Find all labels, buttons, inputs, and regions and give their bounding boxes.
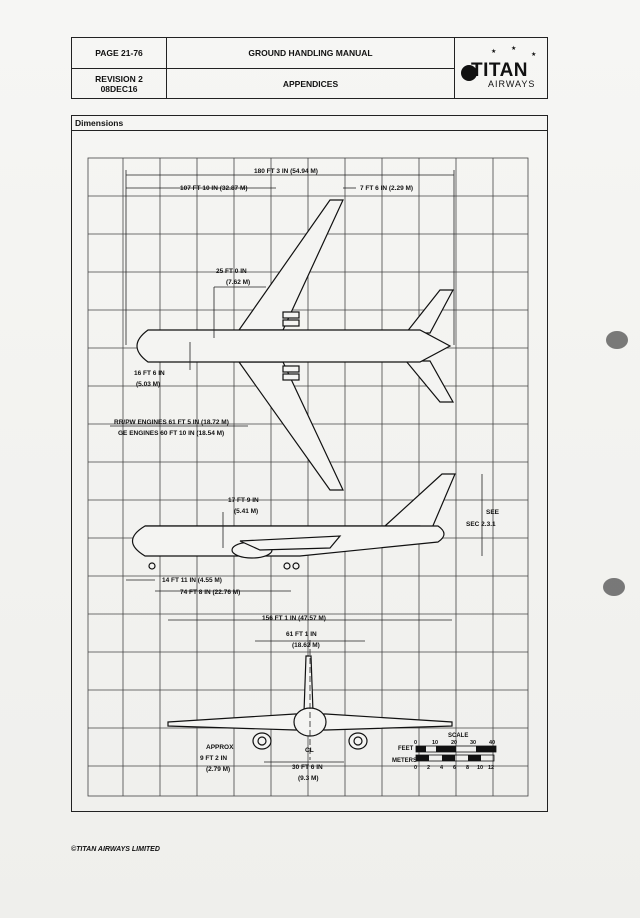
label-engine-clear-a: 9 FT 2 IN	[200, 755, 227, 762]
scale-feet-tick: 30	[470, 740, 476, 746]
dimension-lines	[110, 170, 483, 763]
dimension-labels: 180 FT 3 IN (54.94 M) 107 FT 10 IN (32.8…	[114, 168, 500, 782]
label-fuselage-height-b: (5.41 M)	[234, 508, 258, 515]
label-approx: APPROX	[206, 744, 234, 751]
label-track-a: 30 FT 6 IN	[292, 764, 323, 771]
logo-star-icon: ★	[511, 46, 517, 52]
revision-label: REVISION 2	[95, 73, 143, 84]
titan-logo: ★ ★ ★ TITAN AIRWAYS	[455, 38, 547, 98]
manual-title: GROUND HANDLING MANUAL	[167, 38, 455, 69]
aircraft-side-view	[131, 473, 456, 570]
scale-label: SCALE	[448, 733, 468, 739]
label-cockpit-dist-b: (7.62 M)	[226, 279, 250, 286]
label-gear-a: 14 FT 11 IN (4.55 M)	[162, 577, 222, 584]
label-overall-length: 180 FT 3 IN (54.94 M)	[254, 168, 318, 175]
scale-meters-label: METERS	[392, 758, 417, 764]
scale-meter-tick: 12	[488, 765, 494, 771]
label-nose-gear-b: (5.03 M)	[136, 381, 160, 388]
label-tail-offset: 7 FT 6 IN (2.29 M)	[360, 185, 413, 192]
label-track-b: (9.3 M)	[298, 775, 319, 782]
label-see-b: SEC 2.3.1	[466, 521, 496, 528]
scale-feet-label: FEET	[398, 746, 414, 752]
section-title: Dimensions	[75, 118, 124, 128]
section-divider	[72, 130, 547, 131]
label-span: 156 FT 1 IN (47.57 M)	[262, 615, 326, 622]
logo-subword: AIRWAYS	[488, 79, 536, 89]
copyright-footer: ©TITAN AIRWAYS LIMITED	[71, 846, 160, 853]
revision-date: 08DEC16	[100, 83, 138, 94]
label-fuselage-height-a: 17 FT 9 IN	[228, 497, 259, 504]
scale-meter-tick: 0	[414, 765, 417, 771]
scale-meter-tick: 8	[466, 765, 469, 771]
label-stab-b: (18.62 M)	[292, 642, 320, 649]
manual-subtitle: APPENDICES	[167, 69, 455, 98]
scale-meter-tick: 6	[453, 765, 456, 771]
punch-hole-right-top	[606, 331, 628, 349]
punch-hole-right-bottom	[603, 578, 625, 596]
logo-star-icon: ★	[531, 52, 537, 58]
scale-meter-tick: 2	[427, 765, 430, 771]
logo-globe-icon	[461, 65, 477, 81]
dimensions-section: Dimensions	[71, 115, 548, 812]
logo-star-icon: ★	[491, 49, 497, 55]
scale-feet-tick: 10	[432, 740, 438, 746]
label-engine-clear-b: (2.79 M)	[206, 766, 230, 773]
label-nose-gear-a: 16 FT 6 IN	[134, 370, 165, 377]
label-see-a: SEE	[486, 509, 500, 516]
label-engines-rr: RR/PW ENGINES 61 FT 5 IN (18.72 M)	[114, 419, 229, 426]
label-engines-ge: GE ENGINES 60 FT 10 IN (18.54 M)	[118, 430, 224, 437]
scale-meter-tick: 10	[477, 765, 483, 771]
document-header: PAGE 21-76 REVISION 2 08DEC16 GROUND HAN…	[71, 37, 548, 99]
label-stab-a: 61 FT 1 IN	[286, 631, 317, 638]
label-cockpit-dist-a: 25 FT 0 IN	[216, 268, 247, 275]
page-number: PAGE 21-76	[72, 38, 167, 69]
scale-feet-tick: 0	[414, 740, 417, 746]
aircraft-top-view	[136, 199, 455, 491]
scale-meter-tick: 4	[440, 765, 444, 771]
scale-feet-tick: 20	[451, 740, 457, 746]
scale-bar: SCALE FEET METERS 0 10 20 30 40 0 2 4 6 …	[392, 733, 497, 771]
label-centerline: CL	[305, 747, 314, 754]
label-wing-to-nose: 107 FT 10 IN (32.87 M)	[180, 185, 248, 192]
scale-feet-tick: 40	[489, 740, 495, 746]
revision-block: REVISION 2 08DEC16	[72, 69, 167, 98]
label-gear-b: 74 FT 8 IN (22.76 M)	[180, 589, 240, 596]
logo-word: TITAN	[471, 60, 529, 81]
